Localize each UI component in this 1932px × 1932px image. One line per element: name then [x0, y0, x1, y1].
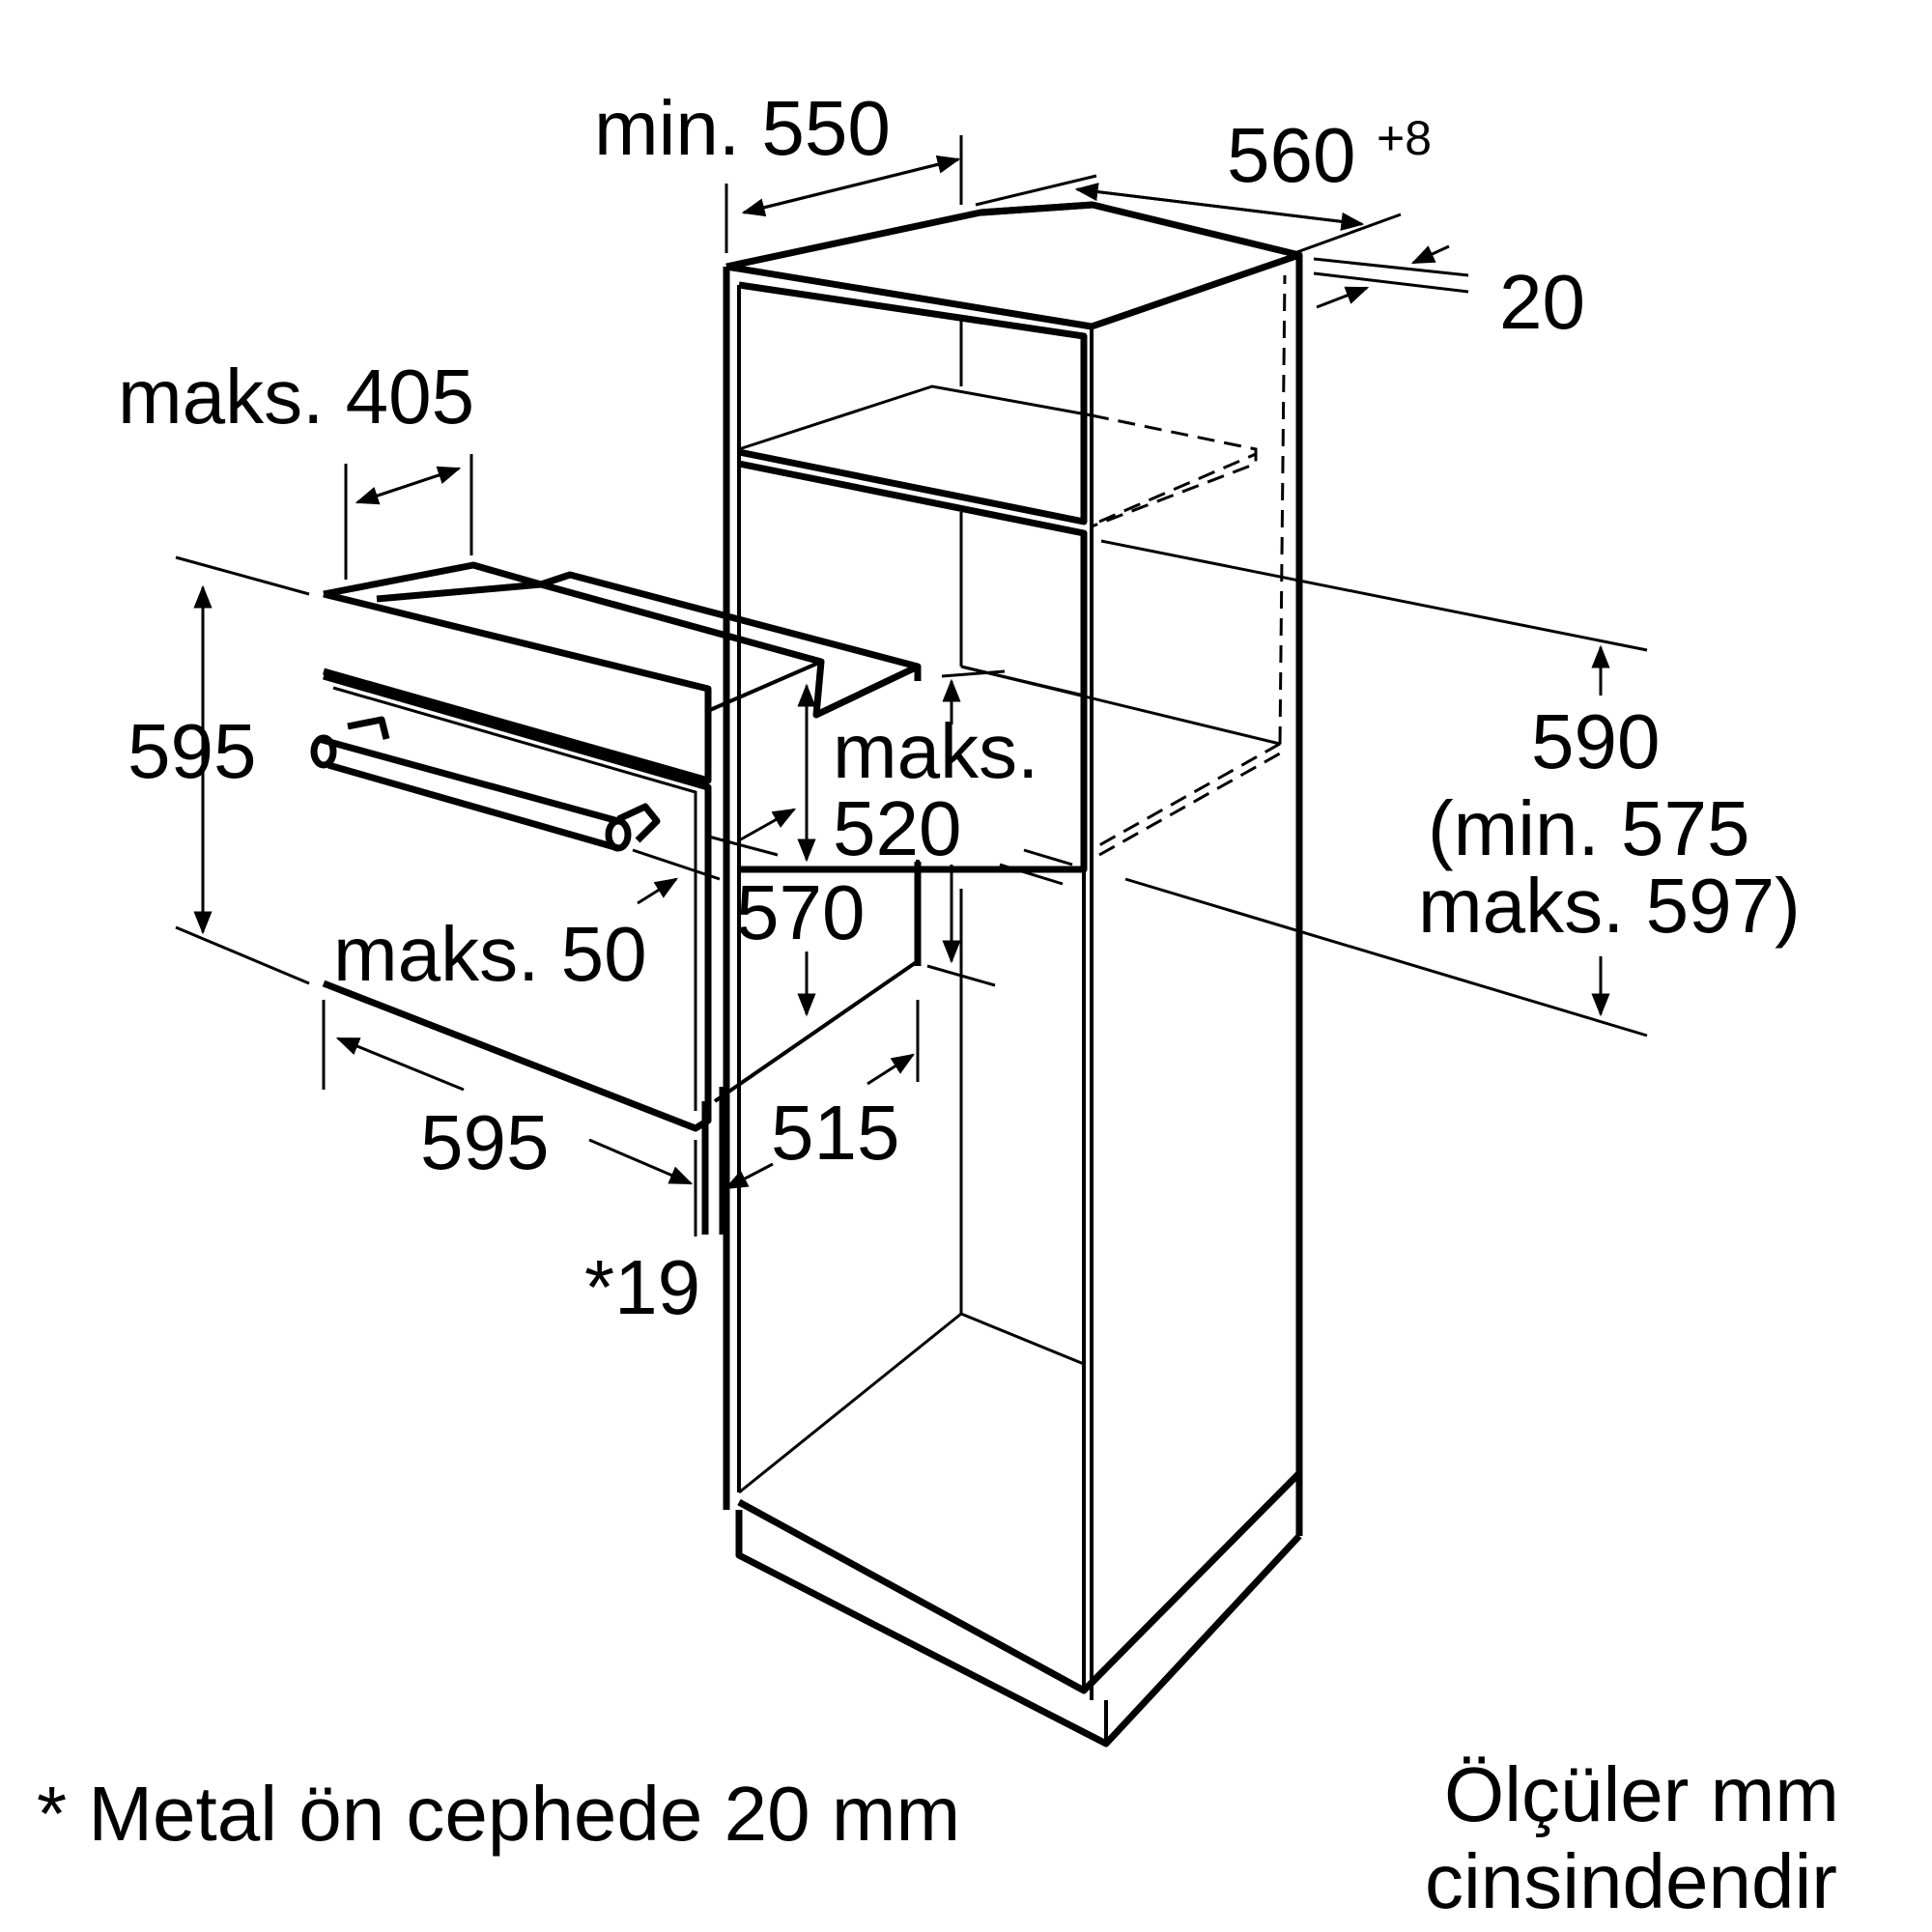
label-595-height: 595	[128, 708, 256, 794]
oven-door-handle	[310, 716, 661, 852]
label-19: *19	[584, 1244, 700, 1330]
label-560: 560	[1227, 112, 1355, 198]
label-560-tolerance: +8	[1377, 111, 1432, 165]
footnotes: * Metal ön cephede 20 mm Ölçüler mm cins…	[37, 1751, 1839, 1924]
label-maks-597: maks. 597)	[1418, 863, 1801, 949]
label-maks-520-word: maks.	[833, 708, 1038, 794]
label-595-width: 595	[420, 1099, 549, 1185]
label-520: 520	[833, 785, 961, 871]
units-note-line1: Ölçüler mm	[1444, 1751, 1839, 1837]
footnote-metal-front: * Metal ön cephede 20 mm	[37, 1771, 960, 1857]
label-20: 20	[1499, 259, 1585, 345]
dimension-lines	[175, 135, 1648, 1236]
label-min-575: (min. 575	[1428, 785, 1749, 871]
label-maks-50: maks. 50	[333, 911, 647, 997]
tall-cabinet	[723, 201, 1303, 1747]
label-570: 570	[736, 869, 865, 955]
label-maks-405: maks. 405	[118, 354, 474, 440]
oven	[310, 561, 922, 1236]
label-min-550: min. 550	[594, 85, 891, 171]
dimension-labels: min. 550 560 +8 20 maks. 405 595 maks. 5…	[118, 85, 1801, 1330]
label-515: 515	[771, 1090, 899, 1176]
units-note-line2: cinsindendir	[1425, 1838, 1837, 1924]
label-590: 590	[1531, 698, 1660, 784]
